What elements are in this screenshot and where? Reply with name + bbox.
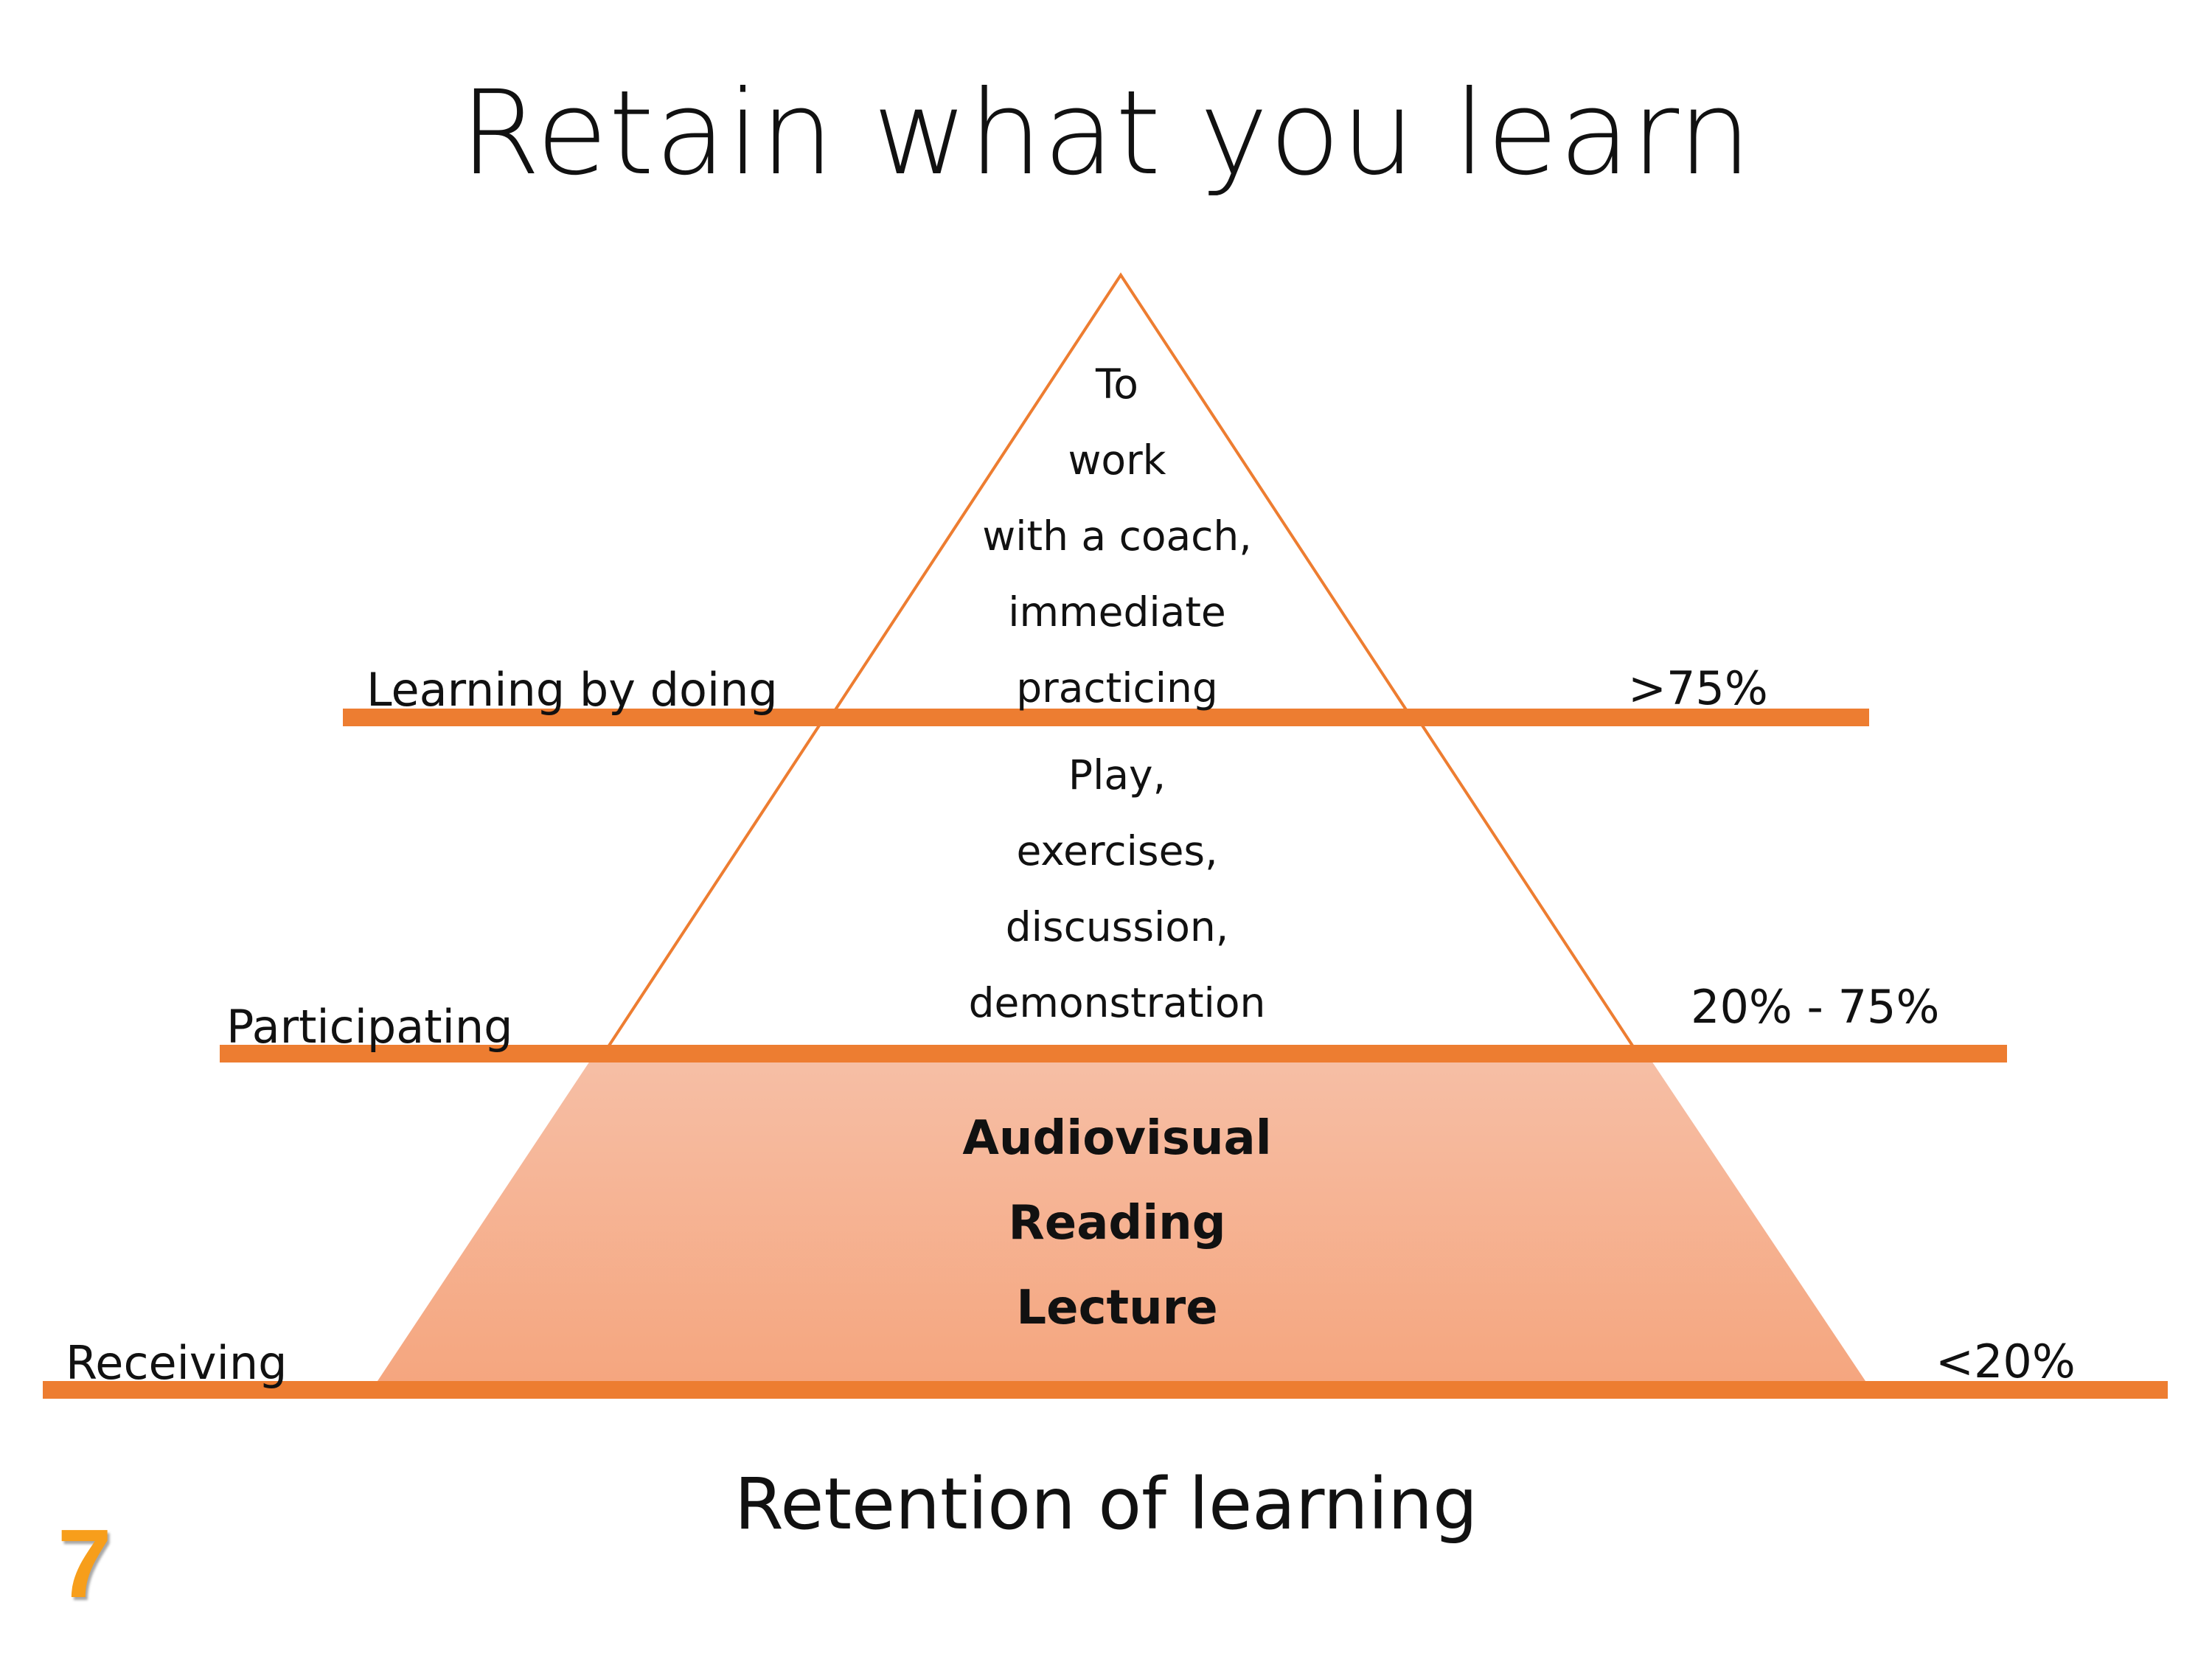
tier-top-line: To [1096, 361, 1138, 408]
level-value-receiving: <20% [1935, 1335, 2076, 1388]
pyramid-middle-right-edge [1419, 722, 1634, 1047]
level-bar-participating [220, 1045, 2007, 1062]
pyramid-base-tier [378, 1052, 1865, 1381]
tier-middle-text: Play, exercises, discussion, demonstrati… [811, 737, 1423, 1041]
level-label-receiving: Receiving [66, 1336, 288, 1390]
pyramid-middle-left-edge [608, 722, 822, 1047]
tier-bottom-line: Reading [1008, 1196, 1226, 1251]
tier-bottom-line: Audiovisual [962, 1111, 1272, 1166]
level-bar-receiving [43, 1381, 2168, 1399]
diagram-caption: Retention of learning [734, 1463, 1478, 1545]
tier-top-line: with a coach, [982, 512, 1252, 560]
tier-middle-line: discussion, [1005, 903, 1229, 950]
level-label-doing: Learning by doing [366, 663, 778, 717]
tier-top-line: practicing [1016, 664, 1218, 712]
tier-top-text: To work with a coach, immediate practici… [811, 347, 1423, 726]
level-value-doing: >75% [1628, 661, 1768, 715]
level-value-participating: 20% - 75% [1691, 980, 1940, 1034]
pyramid-top-outline [833, 272, 1408, 712]
tier-bottom-line: Lecture [1016, 1281, 1218, 1335]
level-bar-doing [343, 709, 1869, 726]
tier-bottom-text: Audiovisual Reading Lecture [811, 1096, 1423, 1351]
tier-middle-line: Play, [1068, 751, 1166, 799]
tier-top-line: immediate [1008, 588, 1226, 636]
tier-middle-line: demonstration [968, 979, 1266, 1026]
tier-middle-line: exercises, [1016, 827, 1218, 874]
slide-number: 7 [58, 1509, 112, 1618]
tier-top-line: work [1068, 437, 1166, 484]
level-label-participating: Participating [226, 1000, 513, 1054]
slide-title: Retain what you learn [459, 66, 1753, 201]
